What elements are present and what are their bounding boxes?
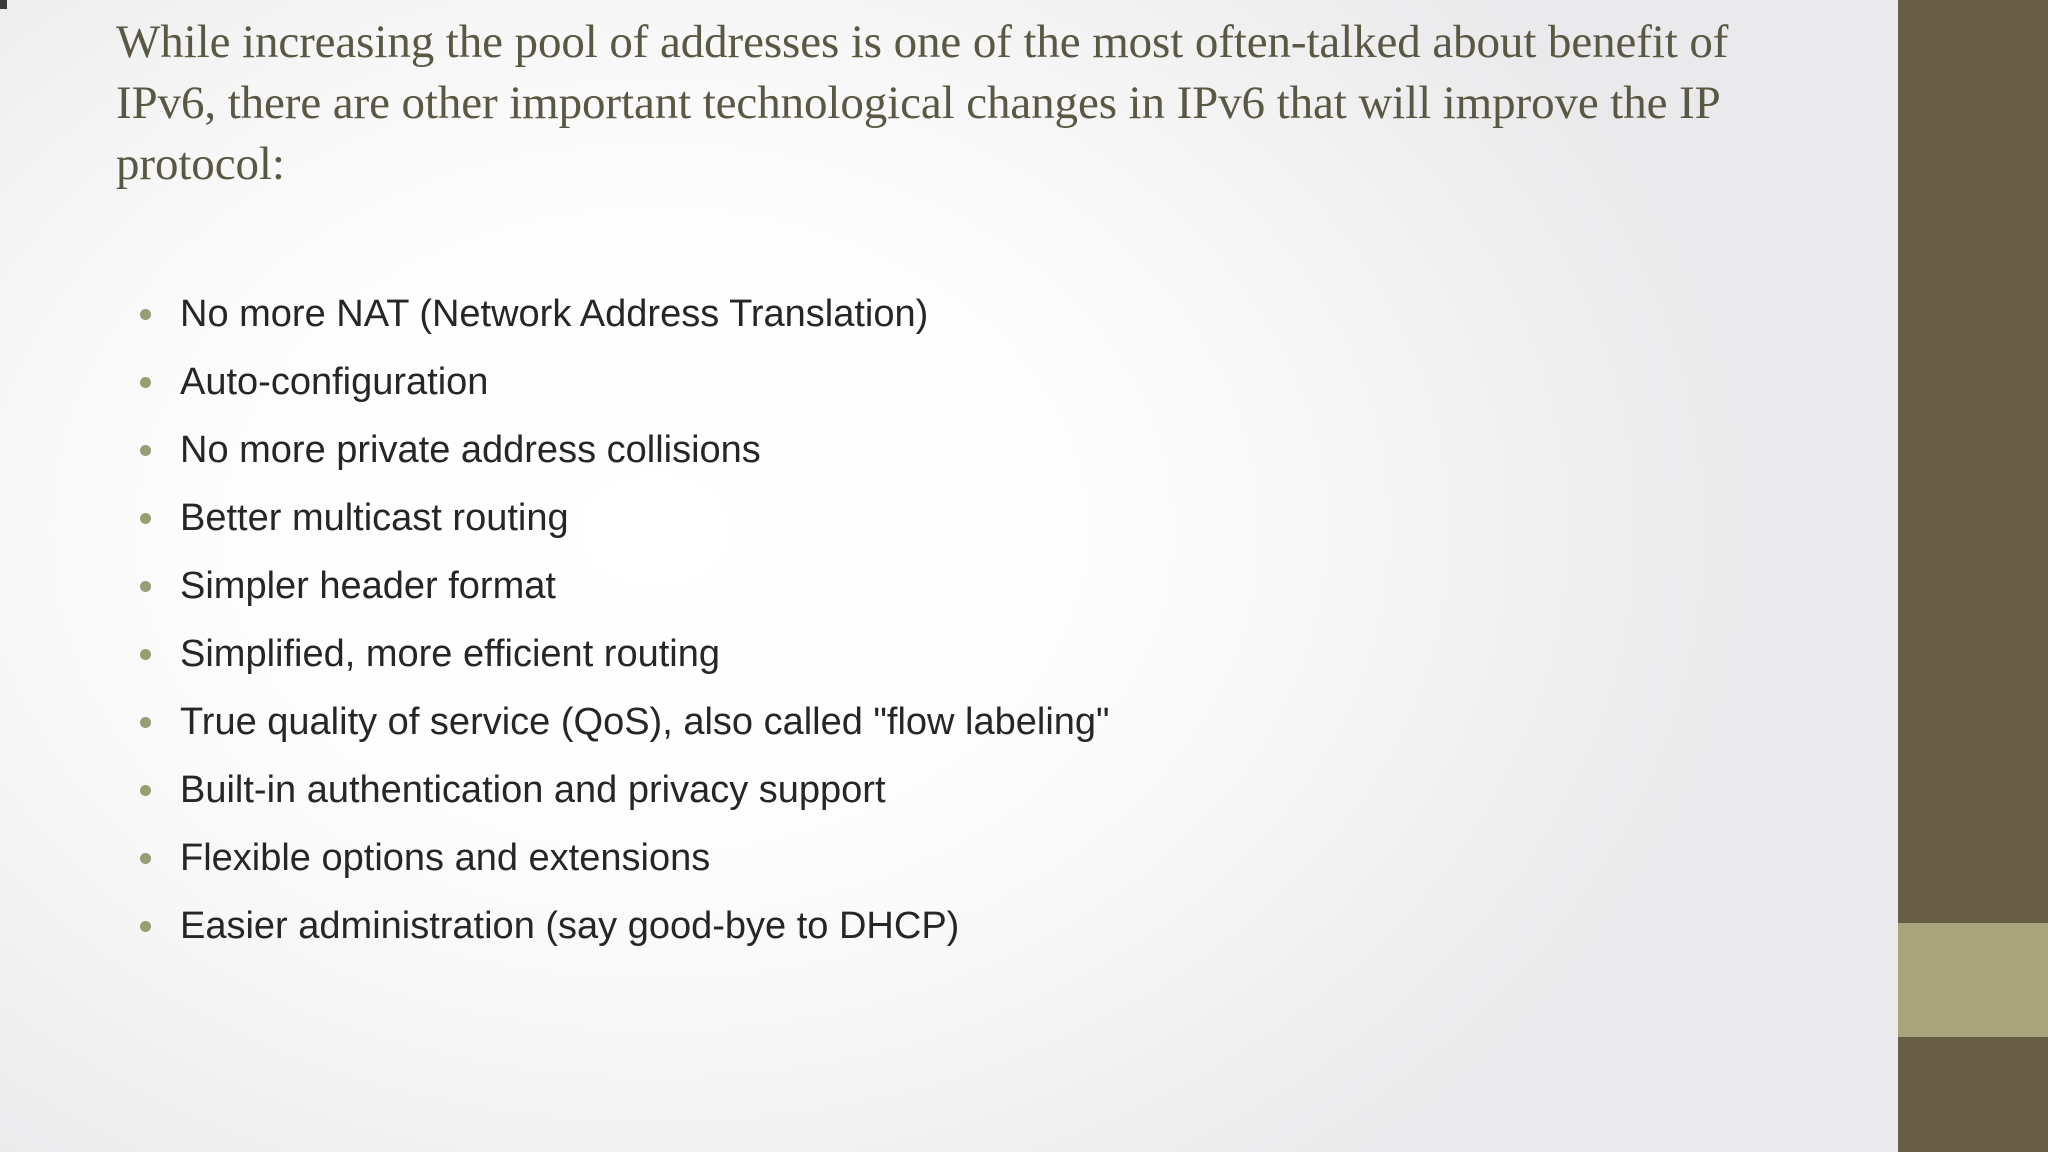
list-item: Better multicast routing [136,484,1816,552]
bullet-text: Flexible options and extensions [180,837,711,879]
slide-title: While increasing the pool of addresses i… [116,16,1740,190]
bullet-dot-icon [140,580,151,592]
bullet-text: Simplified, more efficient routing [180,633,720,675]
bullet-dot-icon [140,444,151,456]
list-item: Easier administration (say good-bye to D… [136,892,1816,960]
list-item: True quality of service (QoS), also call… [136,688,1816,756]
list-item: Flexible options and extensions [136,824,1816,892]
bullet-dot-icon [140,920,151,932]
list-item: Simplified, more efficient routing [136,620,1816,688]
bullet-text: Built-in authentication and privacy supp… [180,769,886,811]
bullet-text: True quality of service (QoS), also call… [180,701,1110,743]
bullet-dot-icon [140,308,151,320]
bullet-dot-icon [140,852,151,864]
bullet-text: No more NAT (Network Address Translation… [180,293,929,335]
bullet-dot-icon [140,716,151,728]
bullet-text: Easier administration (say good-bye to D… [180,905,960,947]
bullet-text: Auto-configuration [180,361,489,403]
list-item: No more NAT (Network Address Translation… [136,280,1816,348]
bullet-dot-icon [140,376,151,388]
bullet-dot-icon [140,648,151,660]
list-item: Simpler header format [136,552,1816,620]
corner-artifact [0,0,7,9]
sidebar-segment-top [1898,0,2048,923]
bullet-text: Better multicast routing [180,497,569,539]
bullet-text: Simpler header format [180,565,556,607]
right-decorative-bar [1898,0,2048,1152]
bullet-dot-icon [140,784,151,796]
bullet-text: No more private address collisions [180,429,761,471]
bullet-dot-icon [140,512,151,524]
list-item: Built-in authentication and privacy supp… [136,756,1816,824]
sidebar-segment-accent [1898,923,2048,1037]
list-item: No more private address collisions [136,416,1816,484]
sidebar-segment-bottom [1898,1037,2048,1152]
bullet-list: No more NAT (Network Address Translation… [136,280,1816,960]
list-item: Auto-configuration [136,348,1816,416]
